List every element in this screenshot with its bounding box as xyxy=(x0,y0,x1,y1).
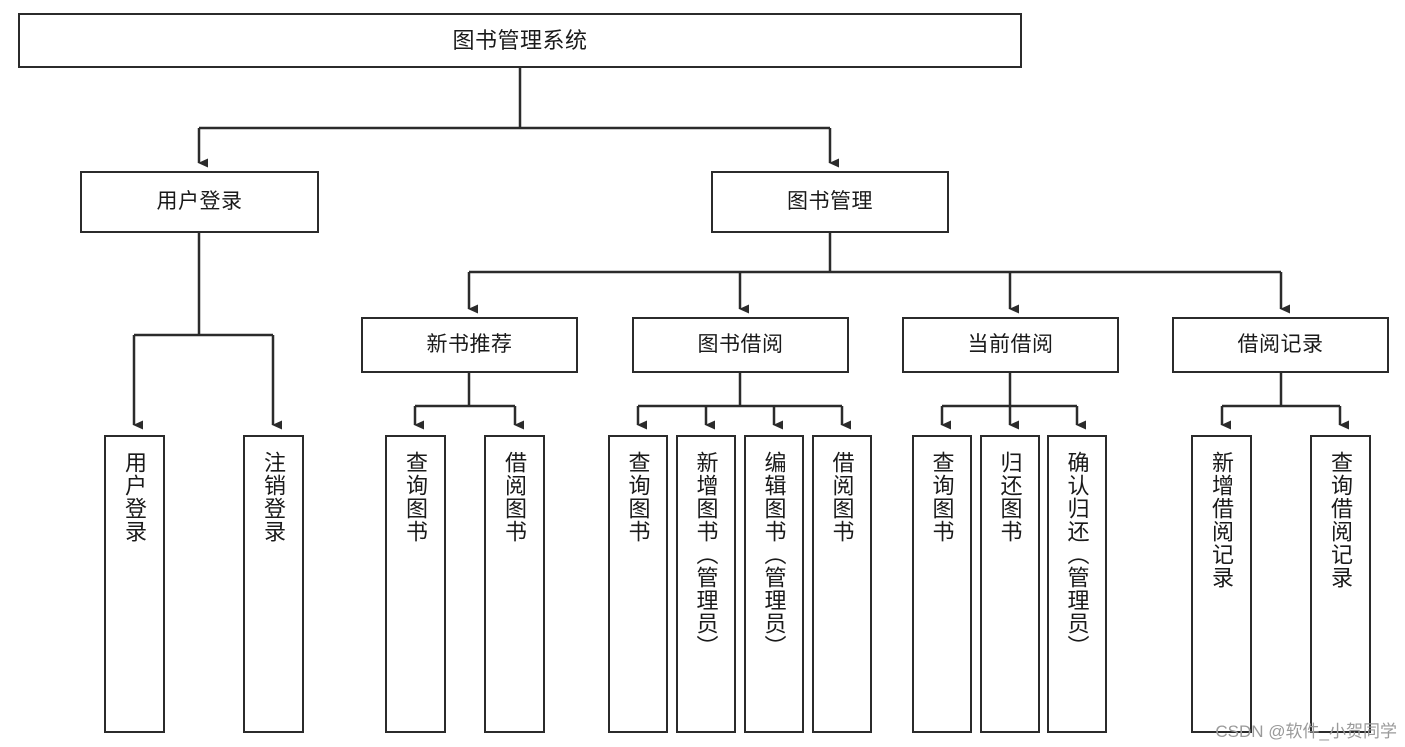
node-leaf-borrow-book[interactable]: 借阅图书 xyxy=(812,435,872,733)
node-label: 借阅记录 xyxy=(1237,332,1324,356)
node-leaf-confirm-return-admin[interactable]: 确认归还（管理员） xyxy=(1047,435,1107,733)
watermark: CSDN @软件_小贺同学 xyxy=(1215,722,1397,741)
node-leaf-borrow-book-recommend[interactable]: 借阅图书 xyxy=(484,435,545,733)
node-leaf-query-book-recommend[interactable]: 查询图书 xyxy=(385,435,446,733)
node-label: 注销登录 xyxy=(261,451,287,543)
node-leaf-query-book-borrow[interactable]: 查询图书 xyxy=(608,435,668,733)
node-label: 新书推荐 xyxy=(426,332,513,356)
node-leaf-logout[interactable]: 注销登录 xyxy=(243,435,304,733)
node-label: 图书管理 xyxy=(787,189,873,213)
node-leaf-user-login[interactable]: 用户登录 xyxy=(104,435,165,733)
node-new-book-recommend[interactable]: 新书推荐 xyxy=(361,317,578,373)
node-leaf-query-book-current[interactable]: 查询图书 xyxy=(912,435,972,733)
node-label: 确认归还（管理员） xyxy=(1064,451,1090,658)
node-label: 图书管理系统 xyxy=(452,27,588,53)
node-label: 借阅图书 xyxy=(829,451,855,543)
node-current-borrow[interactable]: 当前借阅 xyxy=(902,317,1119,373)
node-label: 用户登录 xyxy=(156,189,243,213)
node-label: 新增图书（管理员） xyxy=(693,451,719,658)
node-leaf-add-book-admin[interactable]: 新增图书（管理员） xyxy=(676,435,736,733)
node-label: 查询图书 xyxy=(625,451,651,543)
node-label: 查询图书 xyxy=(403,451,429,543)
node-label: 用户登录 xyxy=(122,451,148,543)
node-label: 当前借阅 xyxy=(967,332,1054,356)
node-root-system[interactable]: 图书管理系统 xyxy=(18,13,1022,68)
node-label: 归还图书 xyxy=(997,451,1023,543)
node-label: 编辑图书（管理员） xyxy=(761,451,787,658)
node-label: 查询借阅记录 xyxy=(1328,451,1354,589)
node-book-borrow[interactable]: 图书借阅 xyxy=(632,317,849,373)
node-leaf-add-borrow-record[interactable]: 新增借阅记录 xyxy=(1191,435,1252,733)
node-label: 借阅图书 xyxy=(502,451,528,543)
node-book-management[interactable]: 图书管理 xyxy=(711,171,949,233)
node-user-login[interactable]: 用户登录 xyxy=(80,171,319,233)
node-label: 新增借阅记录 xyxy=(1209,451,1235,589)
node-borrow-record[interactable]: 借阅记录 xyxy=(1172,317,1389,373)
node-leaf-return-book[interactable]: 归还图书 xyxy=(980,435,1040,733)
node-label: 查询图书 xyxy=(929,451,955,543)
node-leaf-edit-book-admin[interactable]: 编辑图书（管理员） xyxy=(744,435,804,733)
node-leaf-query-borrow-record[interactable]: 查询借阅记录 xyxy=(1310,435,1371,733)
node-label: 图书借阅 xyxy=(697,332,784,356)
